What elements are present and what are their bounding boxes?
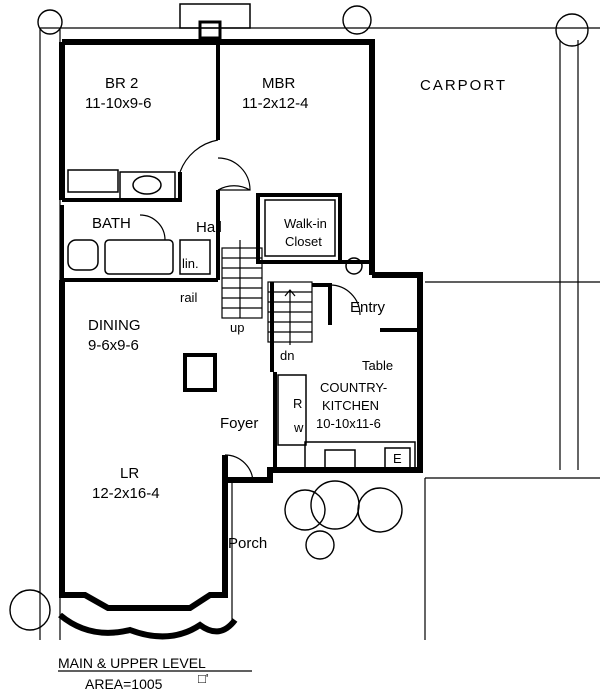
exterior-walls xyxy=(59,39,423,611)
porch-label: Porch xyxy=(228,535,267,552)
level-caption: MAIN & UPPER LEVEL xyxy=(58,655,206,671)
lr-name: LR xyxy=(120,465,139,482)
br2-dims: 11-10x9-6 xyxy=(85,95,151,112)
mbr-dims: 11-2x12-4 xyxy=(242,95,308,112)
mbr-name: MBR xyxy=(262,75,296,92)
door-swings xyxy=(139,139,361,484)
dn-label: dn xyxy=(280,348,294,363)
washer-label: w xyxy=(293,420,304,435)
landscaping xyxy=(9,5,589,640)
stairs xyxy=(221,240,313,345)
rail-label: rail xyxy=(180,290,197,305)
hall-label: Hall xyxy=(196,219,222,236)
caption: MAIN & UPPER LEVEL AREA=1005 □' xyxy=(58,655,252,692)
foyer-label: Foyer xyxy=(220,415,258,432)
up-label: up xyxy=(230,320,244,335)
kitchen-line1: COUNTRY- xyxy=(320,380,387,395)
dining-dims: 9-6x9-6 xyxy=(88,337,139,354)
area-caption: AREA=1005 xyxy=(85,676,163,692)
refrigerator-label: R xyxy=(293,396,302,411)
range-label: E xyxy=(393,451,402,466)
linen-label: lin. xyxy=(182,256,199,271)
kitchen-line2: KITCHEN xyxy=(322,398,379,413)
fixtures xyxy=(67,169,416,471)
bath-label: BATH xyxy=(92,215,131,232)
table-label: Table xyxy=(362,358,393,373)
room-labels: BR 2 11-10x9-6 MBR 11-2x12-4 CARPORT BAT… xyxy=(85,75,507,552)
dining-name: DINING xyxy=(88,317,141,334)
br2-name: BR 2 xyxy=(105,75,138,92)
carport-label: CARPORT xyxy=(420,77,507,94)
entry-label: Entry xyxy=(350,299,386,316)
walkin-line2: Closet xyxy=(285,234,322,249)
lr-dims: 12-2x16-4 xyxy=(92,485,160,502)
chimney xyxy=(179,3,251,40)
walkin-line1: Walk-in xyxy=(284,216,327,231)
area-unit: □' xyxy=(198,671,208,686)
kitchen-dims: 10-10x11-6 xyxy=(316,416,381,431)
site-outline xyxy=(39,27,600,640)
